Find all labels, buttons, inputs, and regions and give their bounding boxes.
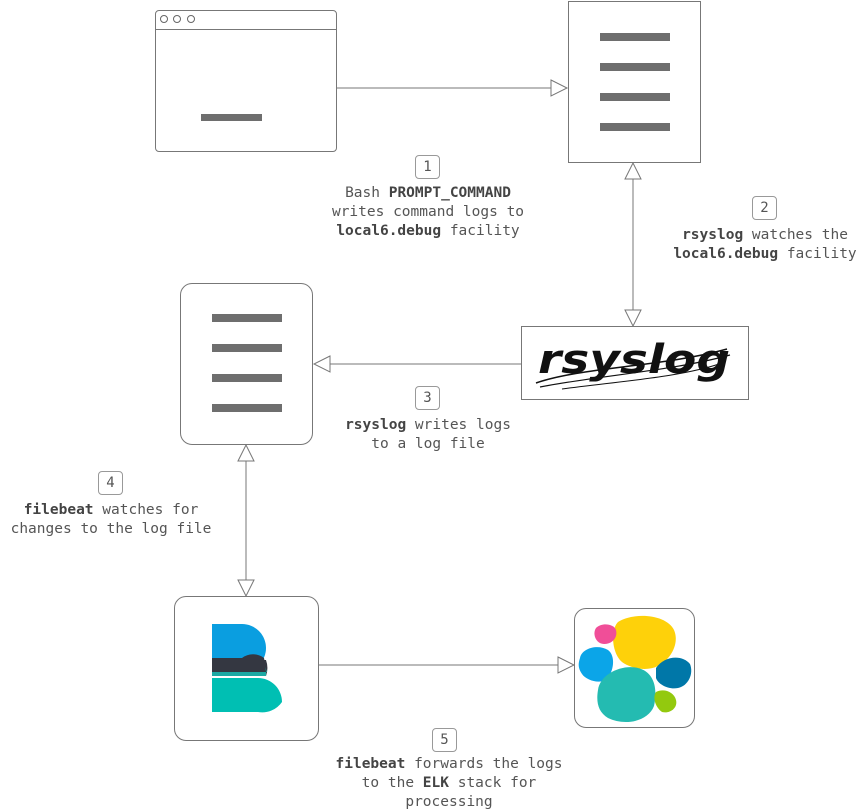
rsyslog-node: rsyslog (521, 326, 749, 400)
document-line (212, 404, 282, 412)
arrowhead (237, 579, 255, 598)
caption-line: local6.debug facility (673, 246, 857, 262)
terminal-titlebar (156, 11, 336, 30)
log-file-document (180, 283, 313, 445)
arrowhead (624, 309, 642, 328)
window-dot-icon (187, 15, 195, 23)
caption-line: to the ELK stack for (361, 775, 537, 791)
terminal-node (155, 10, 337, 152)
caption-line: local6.debug facility (336, 223, 520, 239)
elastic-stack-logo (578, 615, 692, 722)
elk-stack-node (574, 608, 695, 728)
filebeat-node (174, 596, 319, 741)
arrowhead (237, 443, 255, 462)
window-dot-icon (160, 15, 168, 23)
filebeat-logo (212, 624, 282, 713)
caption-line: to a log file (371, 436, 485, 452)
step-badge-5: 5 (432, 728, 457, 752)
rsyslog-logo-text: rsyslog (538, 337, 730, 383)
arrowhead (312, 355, 331, 373)
step-caption-3: rsyslog writes logs to a log file (345, 416, 511, 454)
caption-line: rsyslog writes logs (345, 417, 511, 433)
document-line (600, 93, 670, 101)
arrowhead (557, 656, 576, 674)
window-dot-icon (173, 15, 181, 23)
rsyslog-logo: rsyslog (535, 337, 731, 390)
caption-line: filebeat forwards the logs (335, 756, 563, 772)
step-caption-5: filebeat forwards the logs to the ELK st… (336, 755, 563, 812)
terminal-prompt-icon (201, 114, 262, 121)
step-badge-3: 3 (415, 386, 440, 410)
step-badge-2: 2 (752, 196, 777, 220)
step-caption-4: filebeat watches for changes to the log … (11, 501, 212, 539)
document-line (212, 344, 282, 352)
arrowhead (550, 79, 569, 97)
caption-line: processing (405, 794, 493, 810)
caption-line: filebeat watches for (23, 502, 199, 518)
document-line (600, 123, 670, 131)
caption-line: writes command logs to (331, 204, 525, 220)
step-badge-1: 1 (415, 155, 440, 179)
document-line (212, 374, 282, 382)
document-line (600, 33, 670, 41)
step-caption-2: rsyslog watches the local6.debug facilit… (673, 226, 856, 264)
command-log-document (568, 1, 701, 163)
step-badge-4: 4 (98, 471, 123, 495)
caption-line: changes to the log file (10, 521, 212, 537)
step-caption-1: Bash PROMPT_COMMAND writes command logs … (332, 184, 524, 241)
caption-line: Bash PROMPT_COMMAND (345, 185, 511, 201)
document-line (600, 63, 670, 71)
caption-line: rsyslog watches the (682, 227, 848, 243)
document-line (212, 314, 282, 322)
arrowhead (624, 161, 642, 180)
